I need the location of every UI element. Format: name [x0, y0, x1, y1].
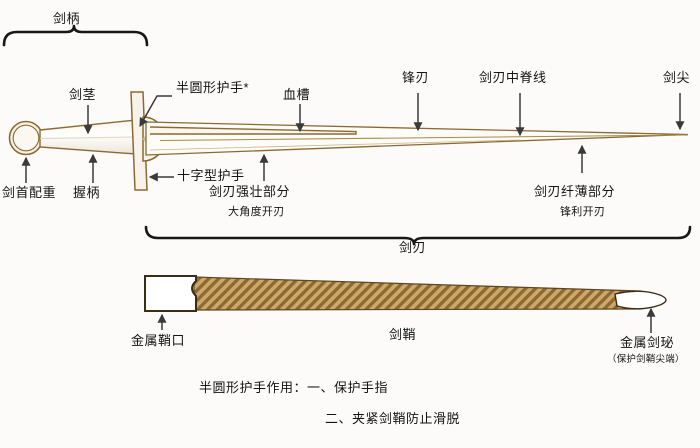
hilt-bracket — [2, 24, 149, 47]
label-chape: 金属剑珌 — [620, 335, 675, 350]
label-scabbard: 剑鞘 — [389, 327, 417, 342]
label-strong-part: 剑刃强壮部分 — [209, 184, 291, 199]
label-hilt-bracket: 剑柄 — [53, 11, 81, 26]
label-edge: 锋刃 — [402, 70, 430, 85]
label-point: 剑尖 — [663, 70, 691, 85]
footnote-line-2: 二、夹紧剑鞘防止滑脱 — [325, 411, 461, 426]
sword-graphic — [8, 91, 689, 191]
scabbard-graphic — [144, 275, 667, 312]
pommel-graphic — [8, 120, 44, 156]
label-pommel: 剑首配重 — [2, 185, 57, 200]
label-midrib: 剑刃中脊线 — [479, 70, 547, 85]
label-scabbard-mouth: 金属鞘口 — [131, 333, 186, 348]
label-side-ring-guard: 半圆形护手* — [176, 80, 250, 95]
label-thin-part-sub: 锋利开刃 — [560, 206, 606, 218]
blade-graphic — [145, 121, 689, 156]
label-thin-part: 剑刃纤薄部分 — [534, 184, 616, 199]
label-grip: 握柄 — [73, 185, 101, 200]
label-strong-part-sub: 大角度开刃 — [228, 206, 285, 218]
footnote-line-1: 半圆形护手作用：一、保护手指 — [199, 380, 389, 395]
leader-lines — [21, 93, 685, 333]
blade-bracket — [144, 225, 692, 246]
label-tang: 剑茎 — [69, 87, 97, 102]
label-fuller: 血槽 — [283, 87, 311, 102]
label-chape-sub: （保护剑鞘尖端） — [607, 354, 685, 365]
label-cross-guard: 十字型护手 — [177, 168, 245, 183]
label-blade-bracket: 剑刃 — [399, 240, 427, 255]
